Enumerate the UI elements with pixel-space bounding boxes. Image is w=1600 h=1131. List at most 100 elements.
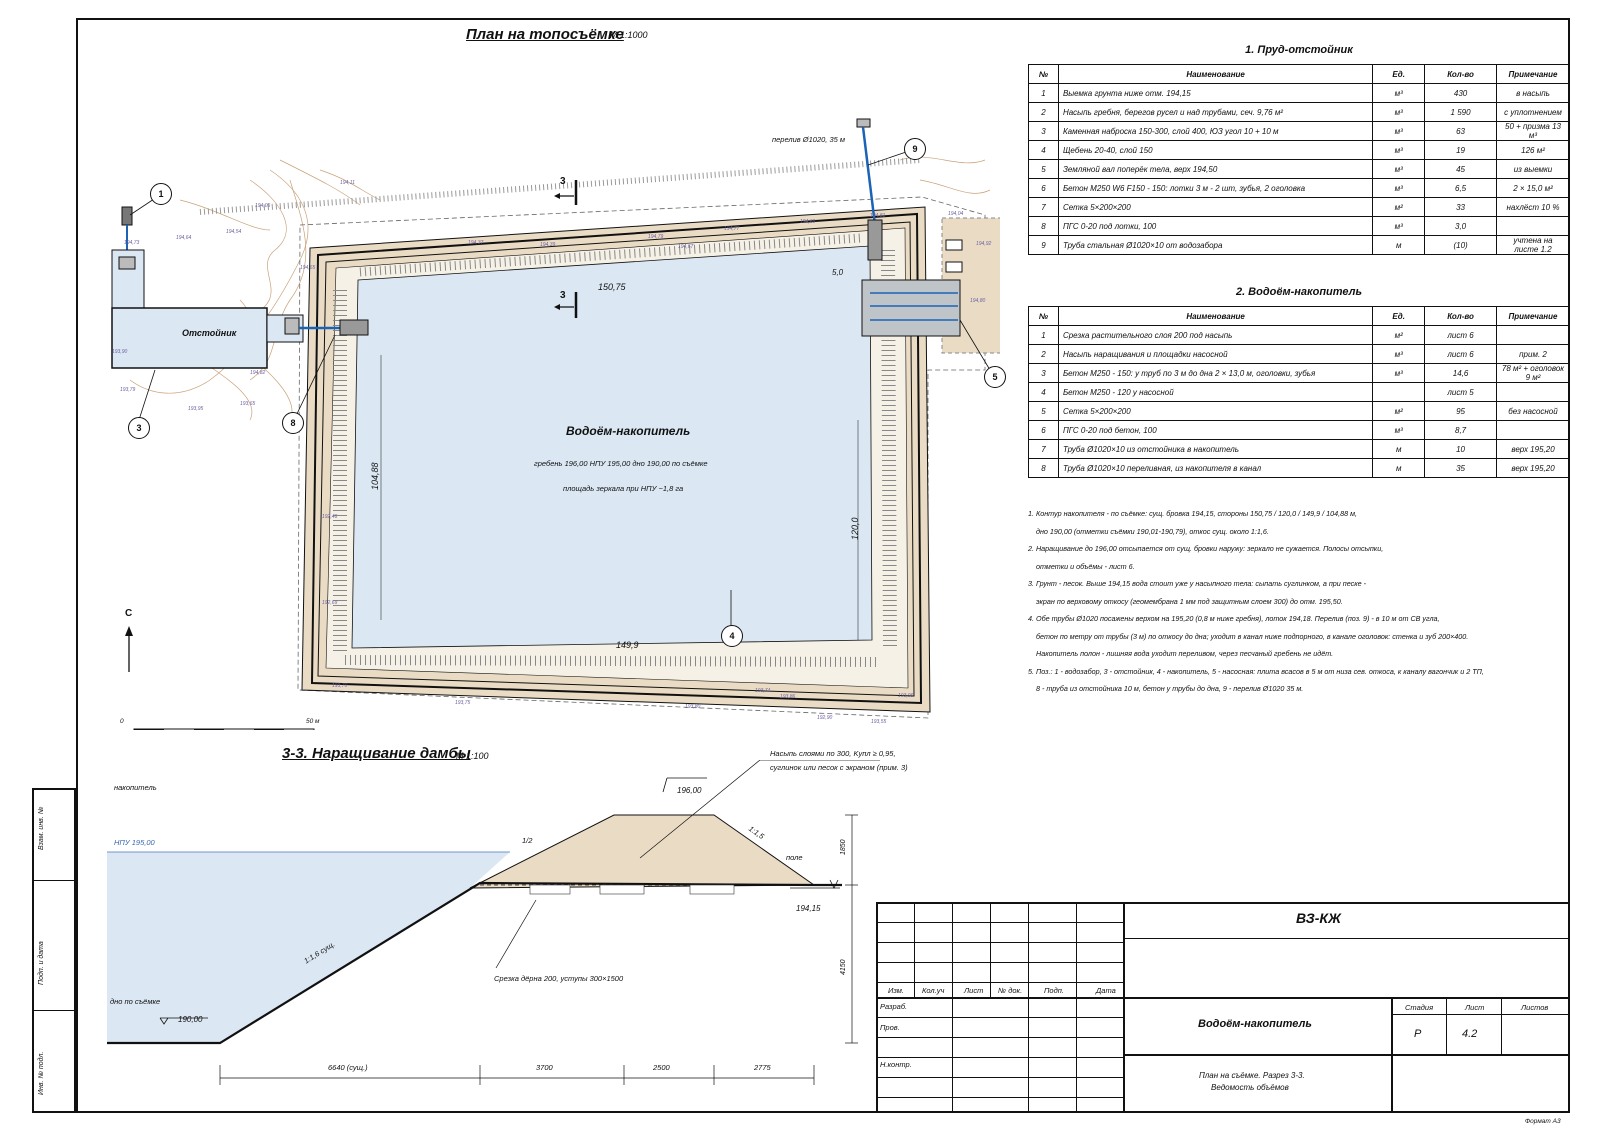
stamp-col: № док. xyxy=(998,986,1023,995)
elev: 194,39 xyxy=(540,242,556,248)
table2-cell: м³ xyxy=(1372,344,1426,364)
table2-cell: без насосной xyxy=(1496,401,1570,421)
stamp-role: Разраб. xyxy=(880,1002,908,1011)
table1-header: № xyxy=(1028,64,1059,84)
intake xyxy=(121,206,133,226)
sump xyxy=(111,307,268,369)
section-drawing xyxy=(107,760,880,1085)
table1-cell: 126 м² xyxy=(1496,140,1570,160)
table2-cell: 35 xyxy=(1424,458,1497,478)
dim-left: 104,88 xyxy=(370,462,380,490)
table2-cell: Насыпь наращивания и площадки насосной xyxy=(1057,344,1374,364)
table1-cell: Труба стальная Ø1020×10 от водозабора xyxy=(1057,235,1374,255)
table2-cell: 14,6 xyxy=(1424,363,1497,383)
table2-cell: Сетка 5×200×200 xyxy=(1057,401,1374,421)
table1-cell: 63 xyxy=(1424,121,1497,141)
elev: 193,96 xyxy=(898,693,914,699)
note-line: Накопитель полон - лишняя вода уходит пе… xyxy=(1036,649,1334,658)
stamp-sheets-label: Листов xyxy=(1521,1003,1549,1012)
reservoir-water xyxy=(351,245,873,649)
stamp-role: Н.контр. xyxy=(880,1060,912,1069)
table1-header: Примечание xyxy=(1496,64,1570,84)
section-mark-top: 3 xyxy=(560,176,566,187)
elev: 193,90 xyxy=(112,349,128,355)
table2-cell: м² xyxy=(1372,401,1426,421)
plan-scale: М 1:1000 xyxy=(610,30,648,40)
table2-cell: Бетон М250 - 150: у труб по 3 м до дна 2… xyxy=(1057,363,1374,383)
sump-label: Отстойник xyxy=(182,328,237,338)
overflow-label: перелив Ø1020, 35 м xyxy=(772,135,846,144)
table1-cell: Каменная наброска 150-300, слой 400, ЮЗ … xyxy=(1057,121,1374,141)
table1-cell: м xyxy=(1372,235,1426,255)
table2-cell: м xyxy=(1372,439,1426,459)
table2-header: Примечание xyxy=(1496,306,1570,326)
callout-8: 8 xyxy=(282,412,304,434)
callout-4: 4 xyxy=(721,625,743,647)
table2-cell: 10 xyxy=(1424,439,1497,459)
callout-9: 9 xyxy=(904,138,926,160)
scalebar-start: 0 xyxy=(120,718,124,725)
stamp-sheet: 4.2 xyxy=(1462,1028,1478,1040)
table1-cell: 9 xyxy=(1028,235,1059,255)
elev: 192,46 xyxy=(322,514,338,520)
elev: 194,79 xyxy=(648,234,664,240)
elev-crest: 196,00 xyxy=(677,786,702,795)
plan-title: План на топосъёмке xyxy=(466,26,624,43)
section-accumulator: накопитель xyxy=(114,783,157,792)
callout-1: 1 xyxy=(150,183,172,205)
table1-cell: Сетка 5×200×200 xyxy=(1057,197,1374,217)
table2-header: Наименование xyxy=(1057,306,1374,326)
existing-bank-hatch xyxy=(199,157,921,215)
elev: 194,11 xyxy=(340,180,355,186)
elev: 194,04 xyxy=(948,211,964,217)
note-line: 1. Контур накопителя - по съёмке: сущ. б… xyxy=(1028,509,1358,518)
note-line: 3. Грунт - песок. Выше 194,15 вода стоит… xyxy=(1028,579,1367,588)
table1-cell: м³ xyxy=(1372,178,1426,198)
elev: 194,67 xyxy=(678,244,694,250)
table2-cell: лист 6 xyxy=(1424,344,1497,364)
section-dam-fill xyxy=(469,814,816,889)
table1-cell: м³ xyxy=(1372,83,1426,103)
table1-cell: Бетон М250 W6 F150 - 150: лотки 3 м - 2 … xyxy=(1057,178,1374,198)
table2-header: Кол-во xyxy=(1424,306,1497,326)
table2-cell: 2 xyxy=(1028,344,1059,364)
dim-2500: 2500 xyxy=(653,1063,670,1072)
elev: 194,73 xyxy=(124,240,140,246)
table1-cell: 19 xyxy=(1424,140,1497,160)
dim-right: 120,0 xyxy=(850,517,860,540)
stamp-stage: Р xyxy=(1414,1028,1422,1040)
stamp-role: Пров. xyxy=(880,1023,900,1032)
section-mark-bottom: 3 xyxy=(560,290,566,301)
table2-cell: м² xyxy=(1372,325,1426,345)
stamp-col: Подп. xyxy=(1044,986,1064,995)
note-line: дно 190,00 (отметки съёмки 190,01-190,79… xyxy=(1036,526,1269,536)
elev: 193,80 xyxy=(685,704,701,710)
table2-cell: 8 xyxy=(1028,458,1059,478)
table1-cell: (10) xyxy=(1424,235,1497,255)
side-stamp: Взам. инв. № Подп. и дата Инв. № подл. xyxy=(32,788,76,1113)
scalebar xyxy=(133,728,315,730)
table1-cell: ПГС 0-20 под лотки, 100 xyxy=(1057,216,1374,236)
table1-cell: 50 + призма 13 м³ xyxy=(1496,121,1570,141)
table1-header: Ед. xyxy=(1372,64,1426,84)
stamp-code: ВЗ-КЖ xyxy=(1296,910,1342,926)
elev: 193,95 xyxy=(188,406,204,412)
table2-cell: ПГС 0-20 под бетон, 100 xyxy=(1057,420,1374,440)
section-npu: НПУ 195,00 xyxy=(114,838,155,847)
elev: 194,05 xyxy=(255,203,271,209)
dim-bottom: 149,9 xyxy=(616,640,639,650)
note-line: 4. Обе трубы Ø1020 посажены верхом на 19… xyxy=(1028,614,1440,623)
drawing-frame xyxy=(76,18,1570,1113)
table1-cell: 7 xyxy=(1028,197,1059,217)
elev: 194,65 xyxy=(300,265,316,271)
table1-caption: 1. Пруд-отстойник xyxy=(1245,44,1353,56)
sod-note: Срезка дёрна 200, уступы 300×1500 xyxy=(494,974,624,983)
